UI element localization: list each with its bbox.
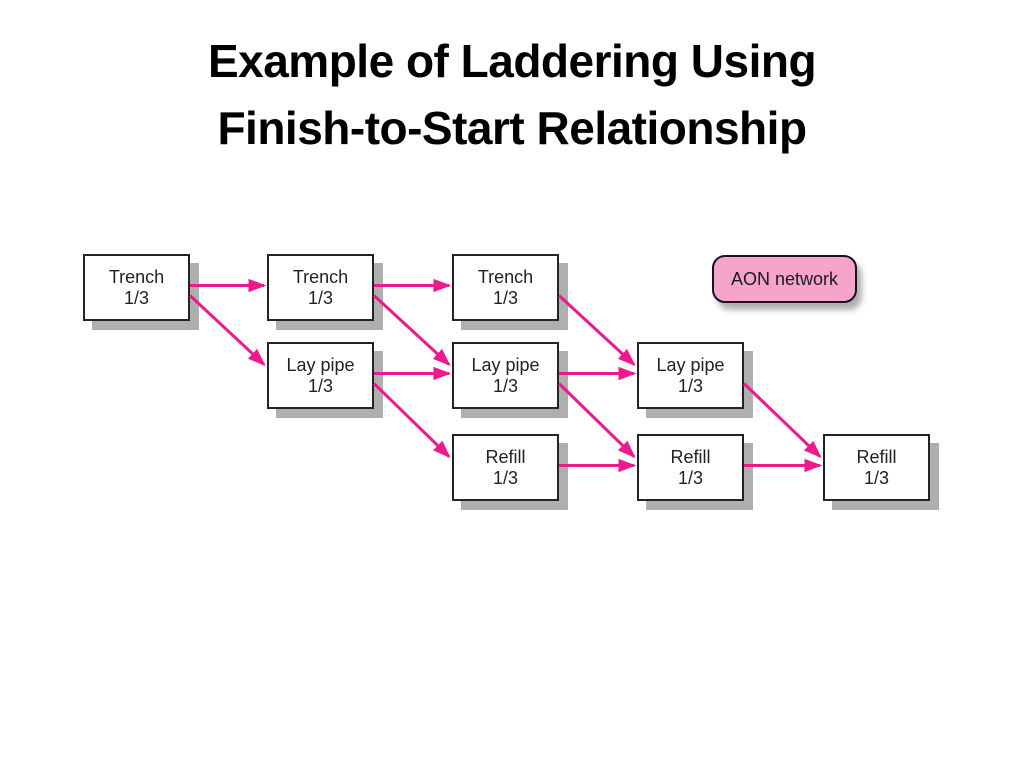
slide-title-line2: Finish-to-Start Relationship <box>217 101 807 154</box>
activity-duration: 1/3 <box>123 287 150 308</box>
slide-title-line1: Example of Laddering Using <box>207 35 817 87</box>
activity-duration: 1/3 <box>307 287 334 308</box>
slide-title: Example of Laddering Using Finish-to-Sta… <box>0 28 1024 161</box>
activity-label: Trench <box>477 266 534 287</box>
activity-label: Refill <box>485 446 526 467</box>
activity-duration: 1/3 <box>863 467 890 488</box>
activity-duration: 1/3 <box>492 467 519 488</box>
dependency-arrow-t3-l3 <box>557 294 636 367</box>
dependency-arrow-l1-r1 <box>372 382 451 459</box>
activity-label: Lay pipe <box>471 354 540 375</box>
activity-label: Lay pipe <box>656 354 725 375</box>
dependency-arrow-l2-r2 <box>557 382 636 459</box>
activity-duration: 1/3 <box>677 375 704 396</box>
activity-label: Lay pipe <box>286 354 355 375</box>
activity-label: Refill <box>856 446 897 467</box>
activity-duration: 1/3 <box>307 375 334 396</box>
aon-network-badge: AON network <box>712 255 857 303</box>
dependency-arrow-l3-r3 <box>742 382 822 459</box>
activity-label: Trench <box>108 266 165 287</box>
activity-label: Refill <box>670 446 711 467</box>
activity-label: Trench <box>292 266 349 287</box>
activity-duration: 1/3 <box>492 287 519 308</box>
dependency-arrow-t2-l2 <box>372 294 451 367</box>
activity-duration: 1/3 <box>492 375 519 396</box>
activity-duration: 1/3 <box>677 467 704 488</box>
dependency-arrow-t1-l1 <box>188 294 266 367</box>
